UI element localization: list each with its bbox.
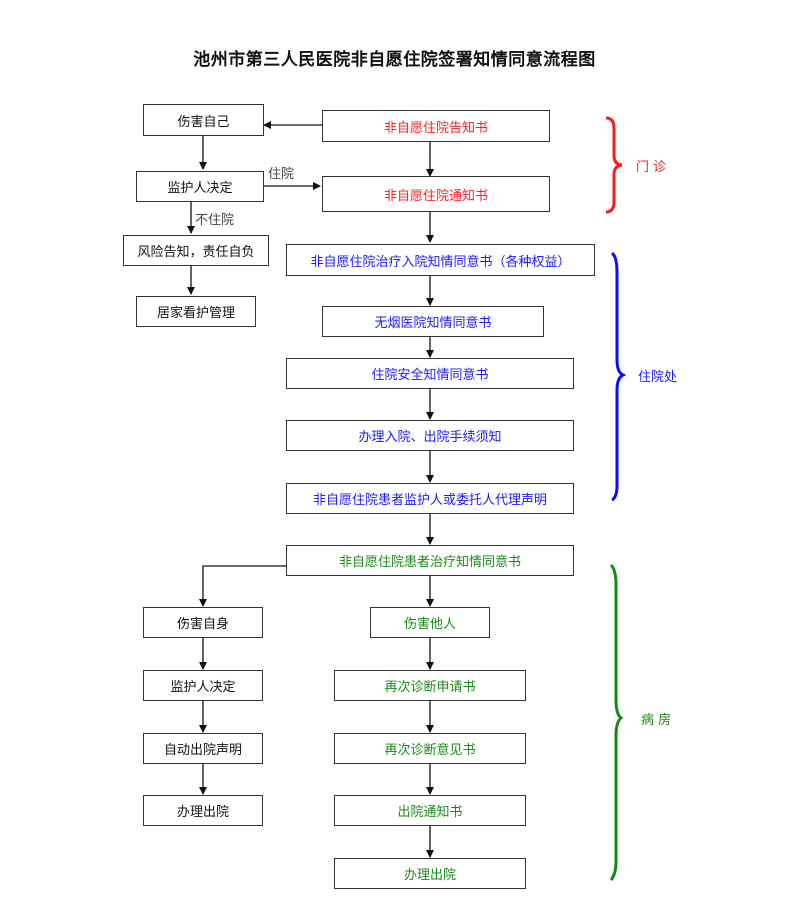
box-risk-notice: 风险告知，责任自负 xyxy=(123,235,269,266)
ward-label: 病 房 xyxy=(641,713,672,728)
box-smoke-free-consent: 无烟医院知情同意书 xyxy=(322,306,544,337)
box-ward-treatment-consent: 非自愿住院患者治疗知情同意书 xyxy=(286,545,574,576)
box-proxy-statement: 非自愿住院患者监护人或委托人代理声明 xyxy=(286,483,574,514)
box-admission-procedures: 办理入院、出院手续须知 xyxy=(286,420,574,451)
box-rediagnosis-opinion: 再次诊断意见书 xyxy=(334,733,526,764)
edge-label-admit: 住院 xyxy=(268,167,295,182)
ward-bracket xyxy=(609,563,624,881)
box-notification-letter: 非自愿住院通知书 xyxy=(322,176,550,212)
box-rediagnosis-request: 再次诊断申请书 xyxy=(334,670,526,701)
outpatient-label: 门 诊 xyxy=(636,160,667,175)
edge-label-not-admit: 不住院 xyxy=(195,213,235,228)
page-title: 池州市第三人民医院非自愿住院签署知情同意流程图 xyxy=(193,50,596,70)
outpatient-bracket xyxy=(605,116,623,214)
box-treatment-admission-consent: 非自愿住院治疗入院知情同意书（各种权益） xyxy=(286,244,595,276)
box-ward-guardian-decision: 监护人决定 xyxy=(143,670,263,701)
admission-label: 住院处 xyxy=(638,370,678,385)
box-ward-left-discharge: 办理出院 xyxy=(143,795,263,826)
admission-bracket xyxy=(610,251,627,502)
box-discharge-notice: 出院通知书 xyxy=(334,795,526,826)
box-ward-voluntary-discharge: 自动出院声明 xyxy=(143,733,263,764)
arrow-ward-consent-to-self-harm xyxy=(199,565,287,607)
box-ward-self-harm: 伤害自身 xyxy=(143,607,263,638)
box-safety-consent: 住院安全知情同意书 xyxy=(286,358,574,389)
box-ward-right-discharge: 办理出院 xyxy=(334,858,526,889)
box-home-care: 居家看护管理 xyxy=(136,296,256,327)
box-guardian-decision: 监护人决定 xyxy=(136,171,264,202)
box-self-harm: 伤害自己 xyxy=(143,104,264,136)
box-ward-harm-others: 伤害他人 xyxy=(370,607,490,638)
box-notice-letter: 非自愿住院告知书 xyxy=(322,110,550,142)
